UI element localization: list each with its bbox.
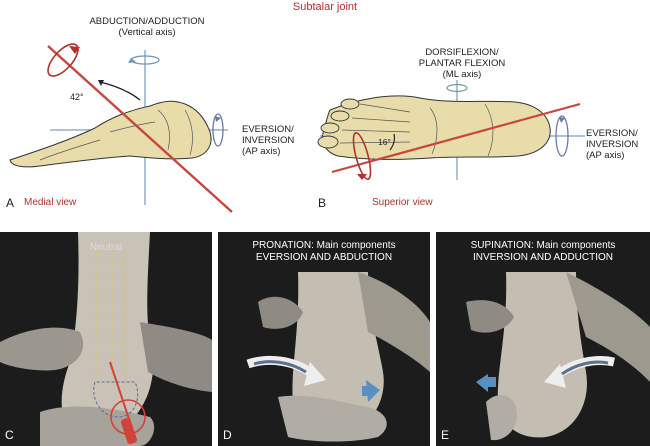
panel-d-letter: D (223, 428, 232, 442)
panel-d-title: PRONATION: Main components EVERSION AND … (252, 240, 396, 263)
angle-42-label: 42° (70, 92, 84, 102)
panel-c-title: Neutral (89, 242, 123, 253)
panel-b-ap-axis-label: EVERSION/ INVERSION (AP axis) (586, 128, 639, 161)
photo-panel-c: Neutral C (0, 232, 212, 446)
photo-c-illustration (0, 232, 212, 446)
ml-axis-label: DORSIFLEXION/ PLANTAR FLEXION (ML axis) (418, 47, 506, 80)
photo-panel-e: SUPINATION: Main components INVERSION AN… (436, 232, 650, 446)
panel-b-diagram (317, 80, 585, 181)
panel-a-view-label: Medial view (24, 197, 77, 208)
panel-a-diagram (9, 43, 233, 213)
red-rotation-arrow (47, 43, 79, 77)
photo-d-illustration (218, 232, 430, 446)
panel-b-letter: B (318, 196, 327, 210)
panel-e-title: SUPINATION: Main components INVERSION AN… (470, 240, 616, 263)
subtalar-axis-line (47, 45, 233, 213)
panel-e-letter: E (441, 428, 450, 442)
panel-a-letter: A (6, 196, 15, 210)
ap-rotation-arrow (212, 113, 224, 147)
angle-16-label: 16° (378, 137, 391, 147)
panel-c-letter: C (5, 428, 14, 442)
vertical-axis-label: ABDUCTION/ADDUCTION (Vertical axis) (89, 16, 205, 38)
foot-bones (9, 100, 212, 168)
top-title: Subtalar joint (292, 1, 358, 13)
panel-b-view-label: Superior view (372, 197, 433, 208)
photo-panel-d: PRONATION: Main components EVERSION AND … (218, 232, 430, 446)
photo-e-illustration (436, 232, 650, 446)
panel-a-ap-axis-label: EVERSION/ INVERSION (AP axis) (242, 124, 295, 157)
